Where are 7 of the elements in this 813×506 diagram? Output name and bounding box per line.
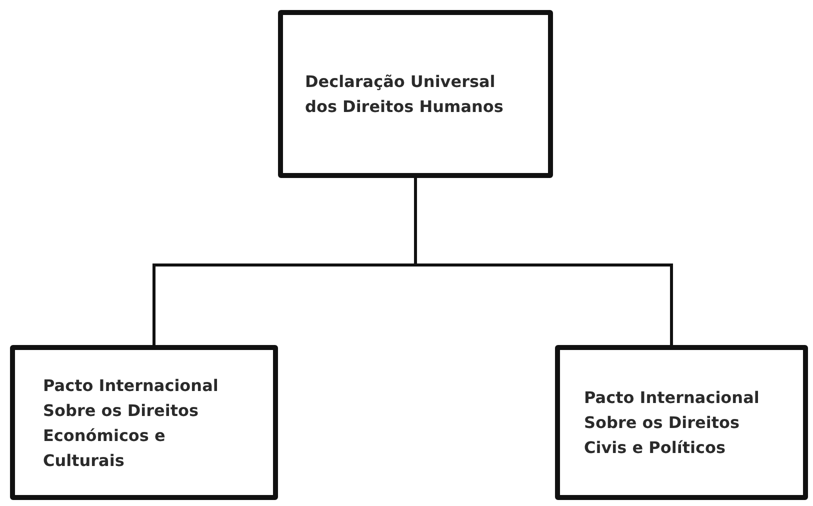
box-label: Pacto Internacional Sobre os Direitos Civis e Políticos — [584, 387, 760, 459]
connector-line — [414, 178, 673, 345]
box-label: Declaração Universal dos Direitos Humanos — [305, 71, 504, 118]
box — [278, 10, 553, 178]
box — [555, 345, 808, 500]
box — [10, 345, 278, 500]
box-label: Pacto Internacional Sobre os Direitos Económicos e Culturais — [43, 374, 220, 472]
